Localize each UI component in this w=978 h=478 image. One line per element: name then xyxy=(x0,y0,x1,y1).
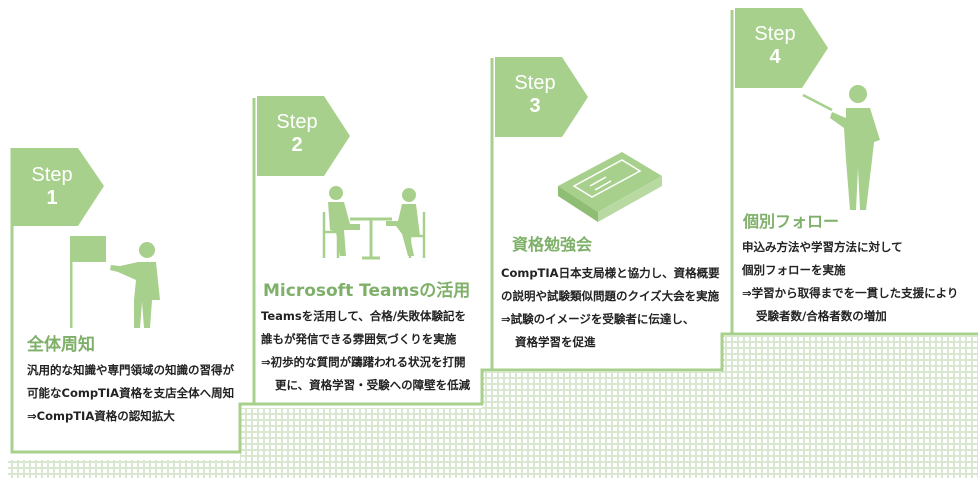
step-4-line-2: 個別フォローを実施 xyxy=(742,263,846,277)
step-3-line-3: ⇒試験のイメージを受験者に伝達し、 xyxy=(501,312,695,326)
flag-step-2 xyxy=(257,96,350,176)
step-word: Step xyxy=(276,111,318,133)
step-3-flag-label: Step 3 xyxy=(495,72,575,118)
step-word: Step xyxy=(514,72,556,94)
step-4-line-1: 申込み方法や学習方法に対して xyxy=(742,240,903,254)
step-number: 1 xyxy=(46,187,58,209)
step-number: 4 xyxy=(769,46,781,68)
step-4-description: 申込み方法や学習方法に対して 個別フォローを実施 ⇒学習から取得までを一貫した支… xyxy=(742,236,958,328)
step-number: 3 xyxy=(529,95,541,117)
flag-step-3 xyxy=(495,57,588,137)
step-2-title: Microsoft Teamsの活用 xyxy=(263,281,471,301)
step-1-title: 全体周知 xyxy=(27,335,95,355)
step-1-line-1: 汎用的な知識や専門領域の知識の習得が xyxy=(27,363,234,377)
step-word: Step xyxy=(31,164,73,186)
presenter-with-pointer-icon xyxy=(802,85,880,210)
step-4-title: 個別フォロー xyxy=(743,212,840,231)
step-3-description: CompTIA日本支局様と協力し、資格概要 の説明や試験類似問題のクイズ大会を実… xyxy=(501,262,720,354)
two-people-at-table-icon xyxy=(322,186,426,260)
step-3-line-2: の説明や試験類似問題のクイズ大会を実施 xyxy=(501,289,720,303)
step-word: Step xyxy=(754,23,796,45)
flag-step-4 xyxy=(735,8,828,88)
grid-pattern-fill xyxy=(8,336,978,478)
step-3-title: 資格勉強会 xyxy=(512,235,593,254)
step-3-line-4: 資格学習を促進 xyxy=(515,335,596,349)
flag-step-1 xyxy=(12,148,104,226)
step-number: 2 xyxy=(291,134,303,156)
step-2-description: Teamsを活用して、合格/失敗体験記を 誰もが発信できる雰囲気づくりを実施 ⇒… xyxy=(261,305,470,397)
step-2-flag-label: Step 2 xyxy=(257,111,337,157)
person-with-flag-icon xyxy=(70,236,160,328)
step-4-line-3: ⇒学習から取得までを一貫した支援により xyxy=(742,286,959,300)
step-1-flag-label: Step 1 xyxy=(12,164,92,210)
step-4-line-4: 受験者数/合格者数の増加 xyxy=(756,309,887,323)
step-2-line-2: 誰もが発信できる雰囲気づくりを実施 xyxy=(261,332,457,346)
step-2-line-3: ⇒初歩的な質問が躊躇われる状況を打開 xyxy=(261,355,466,369)
step-1-description: 汎用的な知識や専門領域の知識の習得が 可能なCompTIA資格を支店全体へ周知 … xyxy=(27,359,234,428)
step-4-flag-label: Step 4 xyxy=(735,23,815,69)
step-3-line-1: CompTIA日本支局様と協力し、資格概要 xyxy=(501,266,720,280)
step-2-line-1: Teamsを活用して、合格/失敗体験記を xyxy=(261,309,466,323)
step-1-line-2: 可能なCompTIA資格を支店全体へ周知 xyxy=(27,386,235,400)
staircase-outline xyxy=(10,10,978,454)
step-2-line-4: 更に、資格学習・受験への障壁を低減 xyxy=(275,378,471,392)
step-1-line-3: ⇒CompTIA資格の認知拡大 xyxy=(27,409,175,423)
book-icon xyxy=(558,152,662,222)
